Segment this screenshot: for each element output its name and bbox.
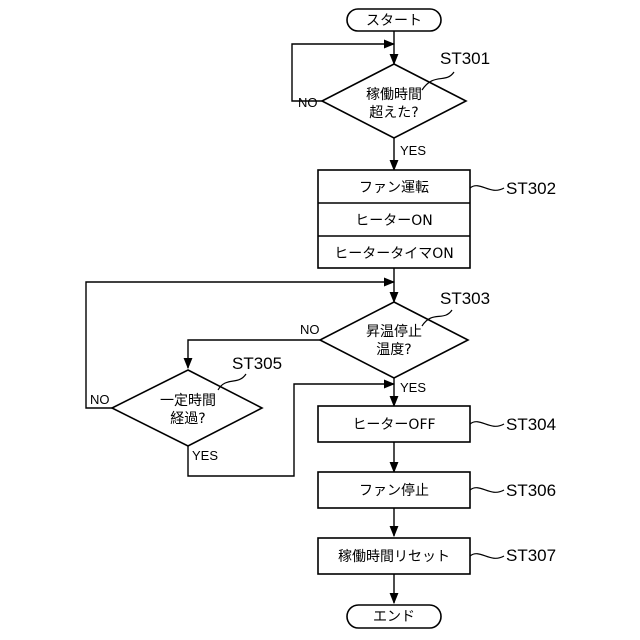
step-label-st301: ST301 (440, 49, 490, 68)
leader-st306 (470, 488, 504, 493)
connectors (86, 31, 394, 603)
leader-st302 (470, 186, 504, 191)
leader-st304 (470, 422, 504, 427)
branch-label-st303-yes: YES (400, 380, 426, 395)
step-label-st304: ST304 (506, 415, 556, 434)
process-st302-heater-on: ヒーターON (355, 213, 433, 229)
process-st302-fan-run: ファン運転 (359, 180, 429, 196)
branch-label-st305-yes: YES (192, 448, 218, 463)
process-st306-fan-stop: ファン停止 (359, 482, 429, 499)
branch-label-st301-yes: YES (400, 143, 426, 158)
start-terminal: スタート (347, 9, 441, 31)
process-st302: ファン運転 ヒーターON ヒータータイマON (318, 170, 470, 268)
decision-st301-line2: 超えた? (369, 105, 418, 121)
branch-label-st301-no: NO (298, 95, 318, 110)
decision-st305-line1: 一定時間 (160, 393, 216, 409)
end-terminal: エンド (347, 605, 441, 628)
decision-st301: 稼働時間 超えた? (322, 64, 466, 138)
step-label-st306: ST306 (506, 481, 556, 500)
step-label-st307: ST307 (506, 546, 556, 565)
process-st302-heater-timer-on: ヒータータイマON (334, 246, 454, 262)
decision-st303-line2: 温度? (376, 342, 411, 358)
step-label-st305: ST305 (232, 354, 282, 373)
decision-st305: 一定時間 経過? (112, 370, 262, 446)
leader-st307 (470, 554, 504, 559)
decision-st303: 昇温停止 温度? (320, 302, 468, 378)
process-st304-heater-off: ヒーターOFF (352, 417, 435, 433)
process-st304: ヒーターOFF (318, 406, 470, 442)
decision-st303-line1: 昇温停止 (366, 323, 422, 340)
process-st307: 稼働時間リセット (318, 538, 470, 574)
start-label: スタート (366, 13, 422, 29)
branch-label-st303-no: NO (300, 322, 320, 337)
step-label-st302: ST302 (506, 179, 556, 198)
step-label-st303: ST303 (440, 289, 490, 308)
branch-label-st305-no: NO (90, 392, 110, 407)
end-label: エンド (373, 609, 415, 625)
process-st306: ファン停止 (318, 472, 470, 508)
decision-st305-line2: 経過? (170, 411, 205, 427)
decision-st301-line1: 稼働時間 (366, 87, 422, 103)
process-st307-runtime-reset: 稼働時間リセット (338, 549, 450, 565)
